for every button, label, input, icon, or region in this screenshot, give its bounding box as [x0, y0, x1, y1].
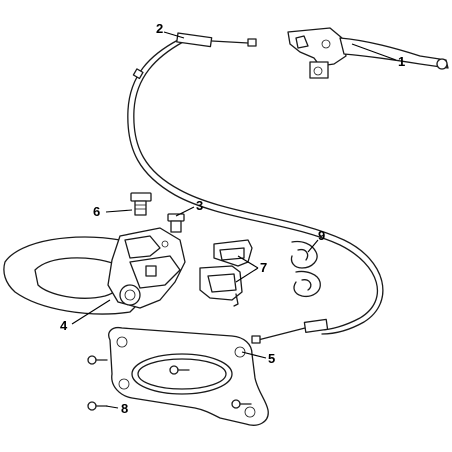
- screws: [87, 355, 252, 411]
- bolt-part-3: [167, 213, 185, 233]
- brake-lever: [287, 27, 449, 79]
- leader-line-3: [175, 206, 195, 217]
- leader-line-7b: [235, 267, 259, 283]
- brake-pads: [199, 239, 253, 307]
- leader-line-6: [105, 209, 133, 213]
- leader-line-8: [105, 405, 119, 409]
- pad-spring-clips: [290, 240, 321, 298]
- leader-line-2: [163, 31, 185, 39]
- callout-7: 7: [260, 260, 267, 275]
- brake-cable: [127, 32, 384, 344]
- leader-line-7a: [237, 255, 259, 269]
- callout-6: 6: [93, 204, 100, 219]
- brake-caliper: [107, 227, 186, 309]
- callout-2: 2: [156, 21, 163, 36]
- callout-9: 9: [318, 228, 325, 243]
- callout-3: 3: [196, 198, 203, 213]
- leader-line-5: [241, 351, 267, 359]
- bolt-part-6: [130, 192, 152, 216]
- leader-line-4: [71, 299, 111, 325]
- callout-8: 8: [121, 401, 128, 416]
- callout-1: 1: [398, 54, 405, 69]
- leader-line-1: [351, 43, 397, 61]
- callout-5: 5: [268, 351, 275, 366]
- callout-4: 4: [60, 318, 68, 333]
- mounting-bracket: [108, 326, 269, 426]
- leader-line-9: [307, 239, 319, 253]
